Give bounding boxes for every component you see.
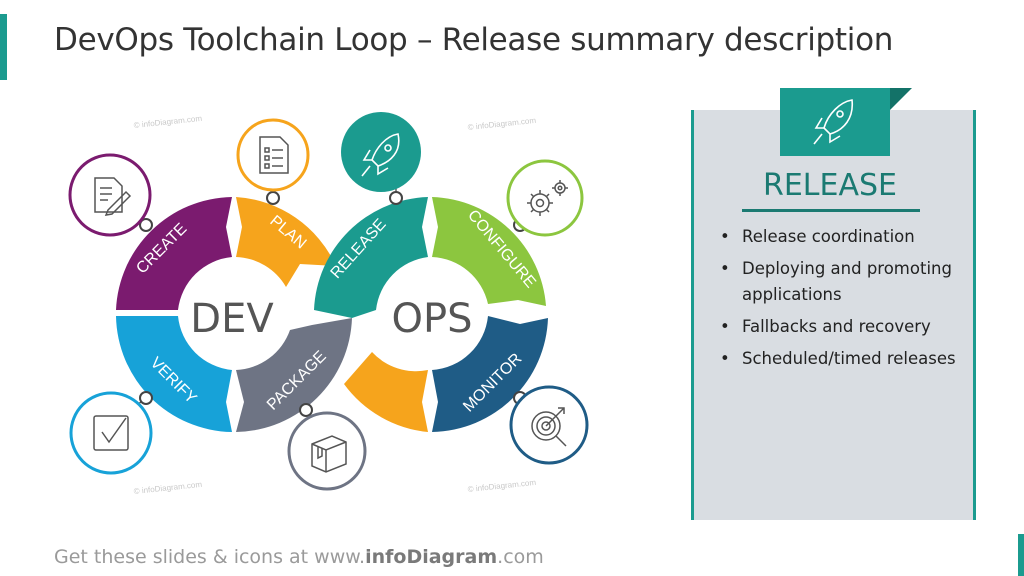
connector-dot <box>389 191 403 205</box>
release-icon-circle <box>341 112 421 192</box>
panel-heading-underline <box>742 209 920 212</box>
list-item: Release coordination <box>718 224 968 250</box>
watermark: © infoDiagram.com <box>133 114 202 130</box>
target-search-icon <box>531 407 567 447</box>
dev-label: DEV <box>190 296 274 342</box>
footer-credit: Get these slides & icons at www.infoDiag… <box>54 546 544 568</box>
footer-prefix: Get these slides & icons at www. <box>54 546 366 568</box>
list-item: Deploying and promoting applications <box>718 256 968 308</box>
rocket-icon <box>813 99 854 145</box>
box-icon <box>311 435 347 473</box>
checkbox-icon <box>93 415 129 451</box>
document-edit-icon <box>94 177 132 216</box>
segment-verify <box>116 316 232 432</box>
release-panel-tab-fold <box>890 88 912 110</box>
rocket-icon <box>361 133 400 177</box>
connector-dot <box>139 218 153 232</box>
footer-suffix: .com <box>497 546 544 568</box>
segment-monitor <box>432 316 548 432</box>
plan-icon-circle <box>236 118 310 192</box>
release-panel-tab <box>780 88 890 156</box>
page-title: DevOps Toolchain Loop – Release summary … <box>54 22 894 58</box>
connector-dot <box>266 191 280 205</box>
checklist-icon <box>259 136 289 174</box>
verify-icon-circle <box>69 391 153 475</box>
release-bullet-list: Release coordination Deploying and promo… <box>718 224 968 378</box>
watermark: © infoDiagram.com <box>467 116 536 132</box>
segment-package <box>236 318 352 432</box>
segment-create <box>116 197 232 310</box>
corner-accent-bar <box>1018 534 1024 576</box>
connector-dot <box>139 391 153 405</box>
ops-label: OPS <box>392 296 473 342</box>
segment-release <box>314 197 428 318</box>
segment-configure <box>432 197 546 306</box>
footer-brand: infoDiagram <box>365 546 498 568</box>
list-item: Scheduled/timed releases <box>718 346 968 372</box>
monitor-icon-circle <box>509 385 589 465</box>
segment-ops-bottom <box>344 352 428 432</box>
title-accent-bar <box>0 14 7 80</box>
gears-icon <box>527 180 568 216</box>
panel-heading: RELEASE <box>763 168 897 203</box>
list-item: Fallbacks and recovery <box>718 314 968 340</box>
create-icon-circle <box>68 153 152 237</box>
package-icon-circle <box>287 411 367 491</box>
configure-icon-circle <box>506 159 584 237</box>
segment-plan <box>236 197 336 287</box>
connector-dot <box>299 403 313 417</box>
devops-loop-diagram: © infoDiagram.com © infoDiagram.com © in… <box>68 112 589 496</box>
watermark: © infoDiagram.com <box>467 478 536 494</box>
watermark: © infoDiagram.com <box>133 480 202 496</box>
